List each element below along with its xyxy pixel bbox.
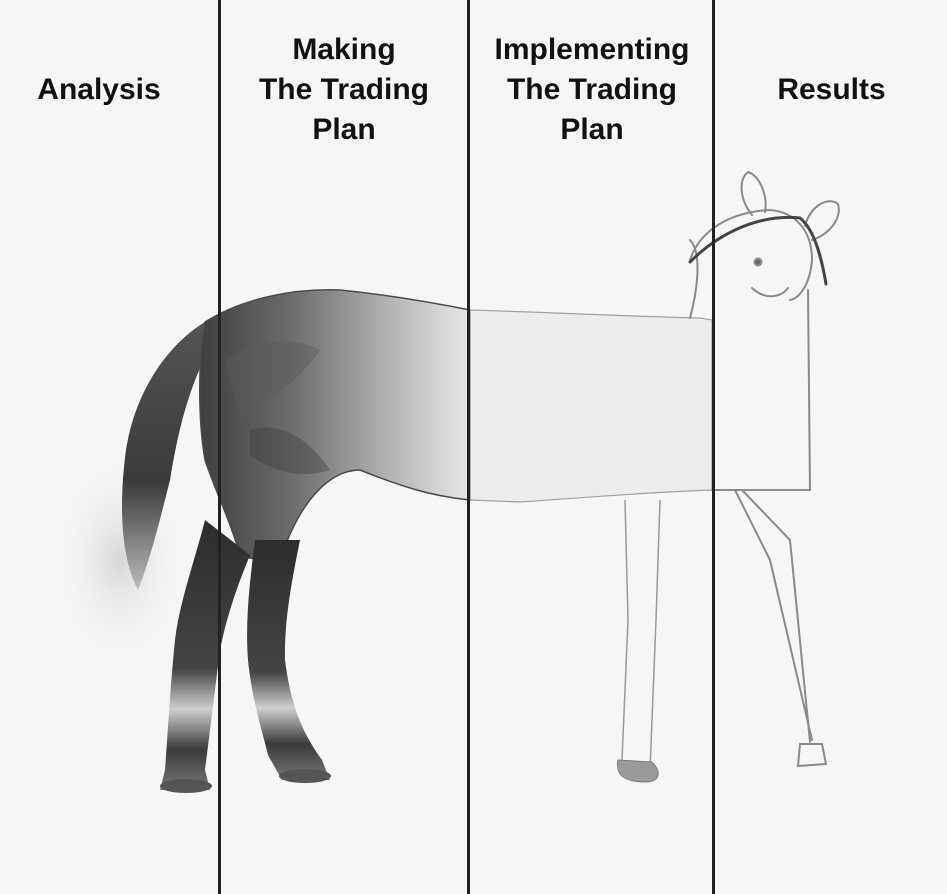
panel-divider-3 [712, 0, 715, 894]
panel-title-analysis: Analysis [37, 73, 161, 106]
horse-tail [122, 318, 215, 590]
hoof-sketch [616, 759, 659, 783]
horse-hind-leg-right [247, 540, 330, 780]
hoof-left [160, 779, 212, 793]
panel-divider-1 [218, 0, 221, 894]
hoof-right [279, 769, 331, 783]
horse-front-leg-sketch [621, 499, 661, 771]
muscle-shading [225, 341, 320, 420]
panel-divider-2 [467, 0, 470, 894]
panel-title-making-plan: Making The Trading Plan [258, 33, 429, 146]
horse-body-realistic [199, 289, 471, 561]
muscle-shading-2 [250, 427, 330, 475]
panel-title-implementing-plan: Implementing The Trading Plan [494, 33, 690, 146]
panel-title-results: Results [777, 73, 886, 106]
horse-hind-leg-left [160, 520, 250, 790]
horse-body-sketch [469, 309, 713, 503]
